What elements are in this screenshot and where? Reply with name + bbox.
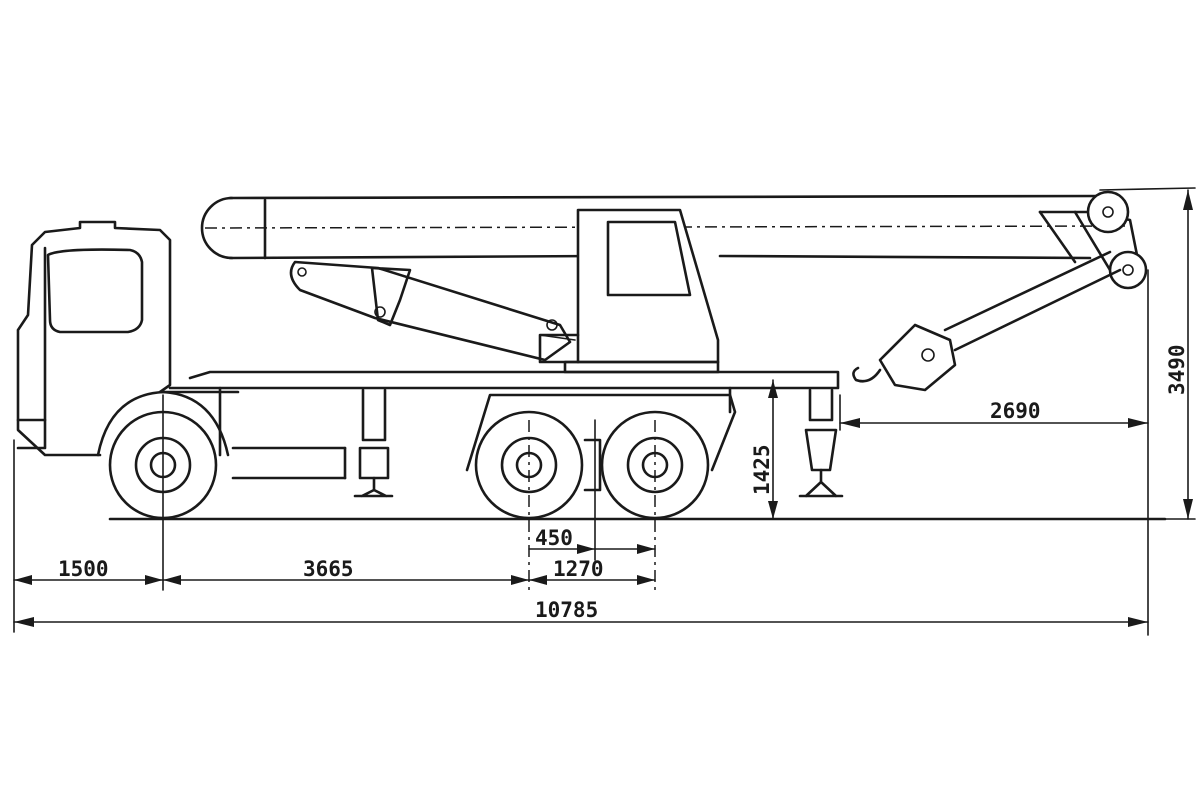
dim-overall-height: 3490 (1165, 344, 1189, 395)
crane-boom (200, 190, 1148, 290)
hook-block (852, 250, 1122, 392)
rear-outrigger (798, 388, 844, 498)
front-outrigger (353, 388, 394, 498)
truck-cab (16, 220, 240, 457)
dim-rear-axle-spacing: 1270 (553, 557, 604, 581)
dim-overall-length: 10785 (535, 598, 598, 622)
boom-cylinder (289, 260, 576, 362)
dim-axle-offset: 450 (535, 526, 573, 550)
axle-suspension (583, 438, 602, 492)
dim-rear-overhang: 2690 (990, 399, 1041, 423)
operator-cabin (538, 208, 720, 374)
dimension-lines (13, 187, 1196, 636)
dim-wheelbase-front: 3665 (303, 557, 354, 581)
dim-frame-height: 1425 (750, 444, 774, 495)
dim-front-overhang: 1500 (58, 557, 109, 581)
chassis-frame (168, 370, 840, 480)
